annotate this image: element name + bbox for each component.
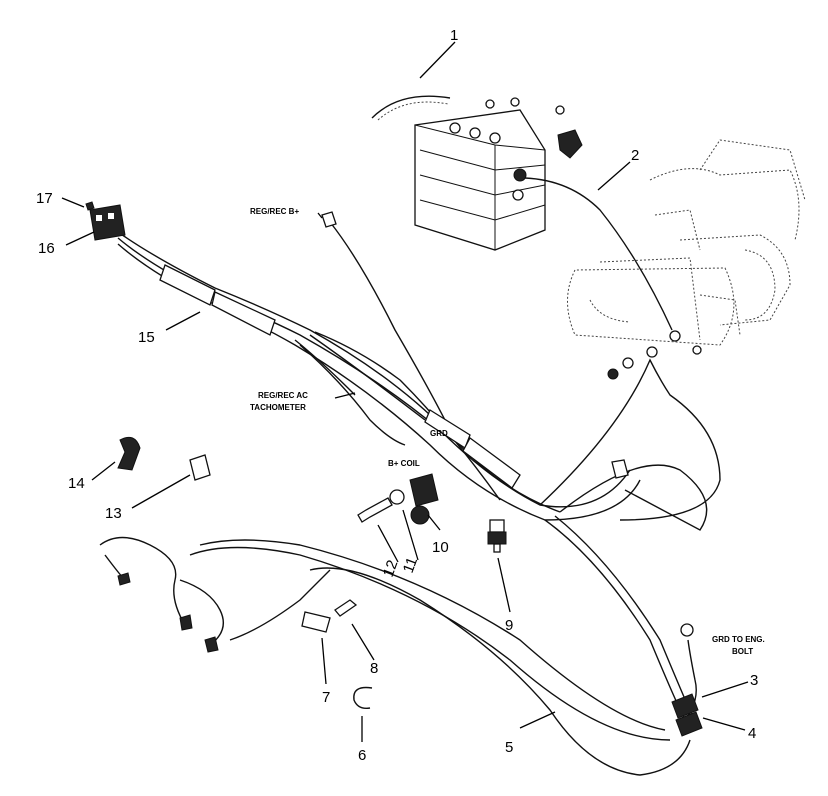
label-grd-to-eng: GRD TO ENG. [712, 635, 765, 644]
battery [414, 97, 583, 251]
switch-part-9 [487, 519, 507, 553]
label-tachometer: TACHOMETER [250, 403, 306, 412]
engine-ghost-outline [567, 139, 806, 346]
clip-part-6 [353, 686, 373, 710]
label-reg-rec-ac: REG/REC AC [258, 391, 308, 400]
callout-17: 17 [36, 190, 53, 207]
callout-10: 10 [432, 539, 449, 556]
terminal-part-reg-rec [321, 211, 337, 228]
callout-11: 11 [400, 555, 421, 575]
ground-cable-part-2 [524, 177, 673, 331]
label-reg-rec-b: REG/REC B+ [250, 207, 299, 216]
callout-6: 6 [358, 747, 366, 764]
battery-cable-part-1 [371, 95, 451, 119]
callout-3: 3 [750, 672, 758, 689]
clip-part-14 [117, 436, 141, 471]
washer-part-11 [389, 489, 405, 505]
bolt-part-8 [334, 599, 358, 617]
callout-16: 16 [38, 240, 55, 257]
leader-lines [61, 41, 749, 742]
callout-2: 2 [631, 147, 639, 164]
callout-1: 1 [450, 27, 458, 44]
bolt-part-12 [357, 497, 393, 523]
callout-7: 7 [322, 689, 330, 706]
label-grd: GRD [430, 429, 448, 438]
label-b-coil: B+ COIL [388, 459, 420, 468]
pin-part-17 [85, 201, 95, 211]
callout-8: 8 [370, 660, 378, 677]
sender-part-10 [409, 473, 439, 525]
callout-9: 9 [505, 617, 513, 634]
branch-harness-part-5 [99, 515, 703, 776]
bracket-part-7 [301, 611, 331, 633]
connector-part-16 [89, 204, 126, 241]
callout-14: 14 [68, 475, 85, 492]
main-harness-part-15 [117, 221, 721, 531]
clamp-part-13 [189, 454, 211, 481]
callout-4: 4 [748, 725, 756, 742]
callout-12: 12 [380, 558, 402, 579]
callout-5: 5 [505, 739, 513, 756]
callout-15: 15 [138, 329, 155, 346]
label-bolt: BOLT [732, 647, 753, 656]
callout-13: 13 [105, 505, 122, 522]
